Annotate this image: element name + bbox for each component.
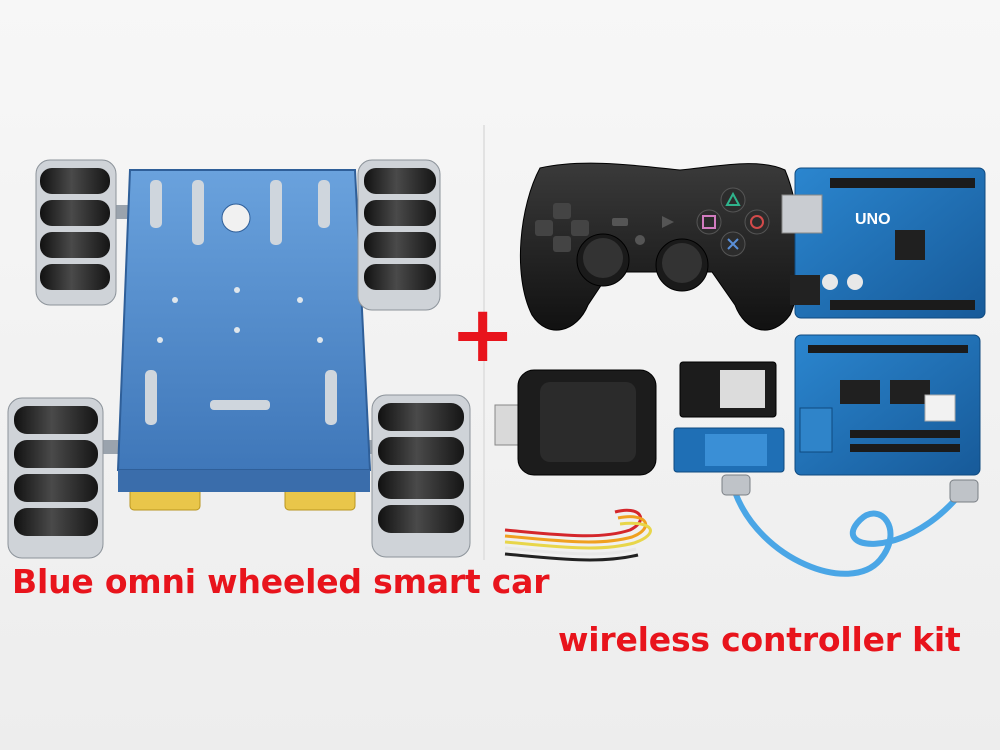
mecanum-wheel-rear-right bbox=[371, 394, 471, 558]
uno-board: UNO bbox=[781, 167, 986, 319]
wireless-receiver bbox=[494, 369, 657, 476]
mode-button bbox=[635, 235, 645, 245]
header-top bbox=[830, 178, 975, 188]
terminal-block bbox=[799, 407, 833, 453]
motor-driver-shield bbox=[794, 334, 981, 476]
bluetooth-module-bottom bbox=[673, 427, 785, 473]
uno-label: UNO bbox=[855, 211, 891, 228]
power-jack bbox=[790, 275, 820, 305]
plus-sign: + bbox=[450, 290, 516, 380]
start-button bbox=[662, 216, 674, 228]
mecanum-wheel-rear-left bbox=[7, 397, 104, 559]
chassis-front-edge bbox=[118, 470, 370, 492]
mcu-chip bbox=[895, 230, 925, 260]
omni-wheel-car bbox=[7, 159, 471, 559]
jumper-wires bbox=[504, 508, 652, 562]
header-bottom bbox=[830, 300, 975, 310]
face-buttons bbox=[696, 187, 770, 257]
chassis-hole bbox=[221, 203, 251, 233]
bluetooth-module-top bbox=[679, 361, 777, 418]
mecanum-wheel-front-right bbox=[357, 159, 441, 311]
wireless-gamepad bbox=[519, 162, 801, 331]
usb-port bbox=[781, 194, 823, 234]
caption-car: Blue omni wheeled smart car bbox=[12, 562, 550, 601]
usb-cable bbox=[721, 474, 979, 577]
chassis-slots bbox=[145, 180, 337, 425]
caption-kit: wireless controller kit bbox=[558, 620, 961, 659]
dpad bbox=[535, 203, 589, 252]
select-button bbox=[612, 218, 628, 226]
mecanum-wheel-front-left bbox=[35, 159, 117, 306]
